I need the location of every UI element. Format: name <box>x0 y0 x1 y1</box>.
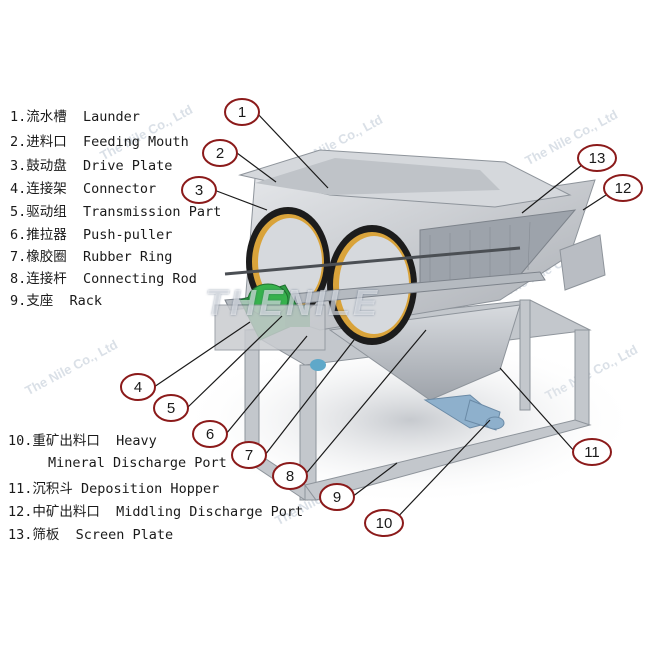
callout-number: 11 <box>584 444 600 461</box>
legend-item: 13.筛板 Screen Plate <box>8 527 174 543</box>
discharge-pipe <box>423 394 505 431</box>
callout-4 <box>120 373 156 401</box>
callout-number: 3 <box>195 182 203 199</box>
callout-6 <box>192 420 228 448</box>
callout-number: 13 <box>589 150 606 167</box>
callout-number: 4 <box>134 379 142 396</box>
callout-numbers: 1 2 3 4 5 6 7 8 9 10 11 12 13 <box>134 104 632 532</box>
callout-13 <box>577 144 617 172</box>
drive-plate <box>246 207 330 317</box>
callout-number: 8 <box>286 468 294 485</box>
callout-number: 10 <box>376 515 393 532</box>
legend-item: 3.鼓动盘 Drive Plate <box>10 158 173 174</box>
legend-item: 9.支座 Rack <box>10 293 103 309</box>
callout-number: 12 <box>615 180 632 197</box>
push-puller <box>310 359 326 371</box>
legend-item: 2.进料口 Feeding Mouth <box>10 134 189 150</box>
legend-item: 4.连接架 Connector <box>10 181 157 197</box>
legend-item-continuation: Mineral Discharge Port <box>48 455 227 471</box>
callout-number: 2 <box>216 145 224 162</box>
callout-2 <box>202 139 238 167</box>
callout-10 <box>364 509 404 537</box>
callout-number: 6 <box>206 426 214 443</box>
legend-item: 12.中矿出料口 Middling Discharge Port <box>8 504 304 520</box>
callout-11 <box>572 438 612 466</box>
legend-item: 10.重矿出料口 Heavy <box>8 433 157 449</box>
legend-item: 5.驱动组 Transmission Part <box>10 204 222 220</box>
callout-number: 5 <box>167 400 175 417</box>
callout-number: 7 <box>245 447 253 464</box>
callout-8 <box>272 462 308 490</box>
callout-number: 9 <box>333 489 341 506</box>
callout-12 <box>603 174 643 202</box>
callout-5 <box>153 394 189 422</box>
legend-item: 6.推拉器 Push-puller <box>10 227 173 243</box>
callout-1 <box>224 98 260 126</box>
callout-3 <box>181 176 217 204</box>
legend-item: 1.流水槽 Launder <box>10 109 140 125</box>
callout-9 <box>319 483 355 511</box>
legend-item: 7.橡胶圈 Rubber Ring <box>10 249 173 265</box>
middling-discharge-port <box>559 234 606 291</box>
callout-markers <box>120 98 643 537</box>
callout-7 <box>231 441 267 469</box>
callout-number: 1 <box>238 104 246 121</box>
legend-item: 11.沉积斗 Deposition Hopper <box>8 481 220 497</box>
brand-logo: THENILE <box>205 282 381 323</box>
legend-item: 8.连接杆 Connecting Rod <box>10 271 197 287</box>
